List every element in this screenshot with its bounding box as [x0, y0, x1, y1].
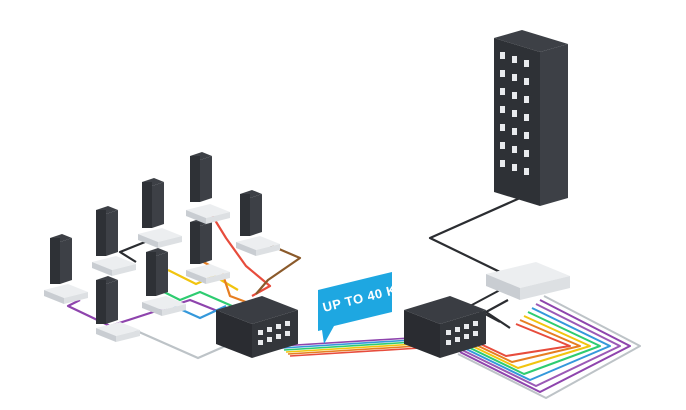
building-icon	[494, 30, 568, 206]
building-icon	[240, 190, 262, 236]
network-switch-icon	[142, 296, 186, 316]
left-buildings	[50, 152, 262, 324]
building-icon	[190, 152, 212, 202]
fiber-left-2	[129, 326, 231, 360]
building-icon	[96, 276, 118, 324]
tower-uplink-cable	[428, 196, 521, 273]
fiber-trunk	[279, 337, 421, 357]
switch-to-mux-cable	[484, 299, 511, 329]
network-switch-icon	[138, 228, 182, 248]
callout-bubble	[318, 272, 392, 344]
building-icon	[146, 248, 168, 296]
building-icon	[96, 206, 118, 256]
multiplexer-right	[404, 296, 486, 358]
distance-callout: UP TO 40 KM	[318, 272, 409, 344]
fiber-left-9	[118, 238, 151, 263]
left-switches	[44, 204, 280, 342]
fiber-left-4	[159, 289, 233, 308]
building-icon	[190, 218, 212, 264]
network-switch-icon	[96, 322, 140, 342]
network-switch-icon	[44, 284, 88, 304]
network-switch-icon	[186, 264, 230, 284]
fiber-left-7	[209, 211, 272, 297]
network-switch-icon	[92, 256, 136, 276]
multiplexer-left	[216, 296, 298, 358]
building-icon	[142, 178, 164, 228]
network-switch-icon	[236, 236, 280, 256]
network-switch-icon	[186, 204, 230, 224]
building-icon	[50, 234, 72, 284]
network-switch-right	[486, 262, 570, 300]
